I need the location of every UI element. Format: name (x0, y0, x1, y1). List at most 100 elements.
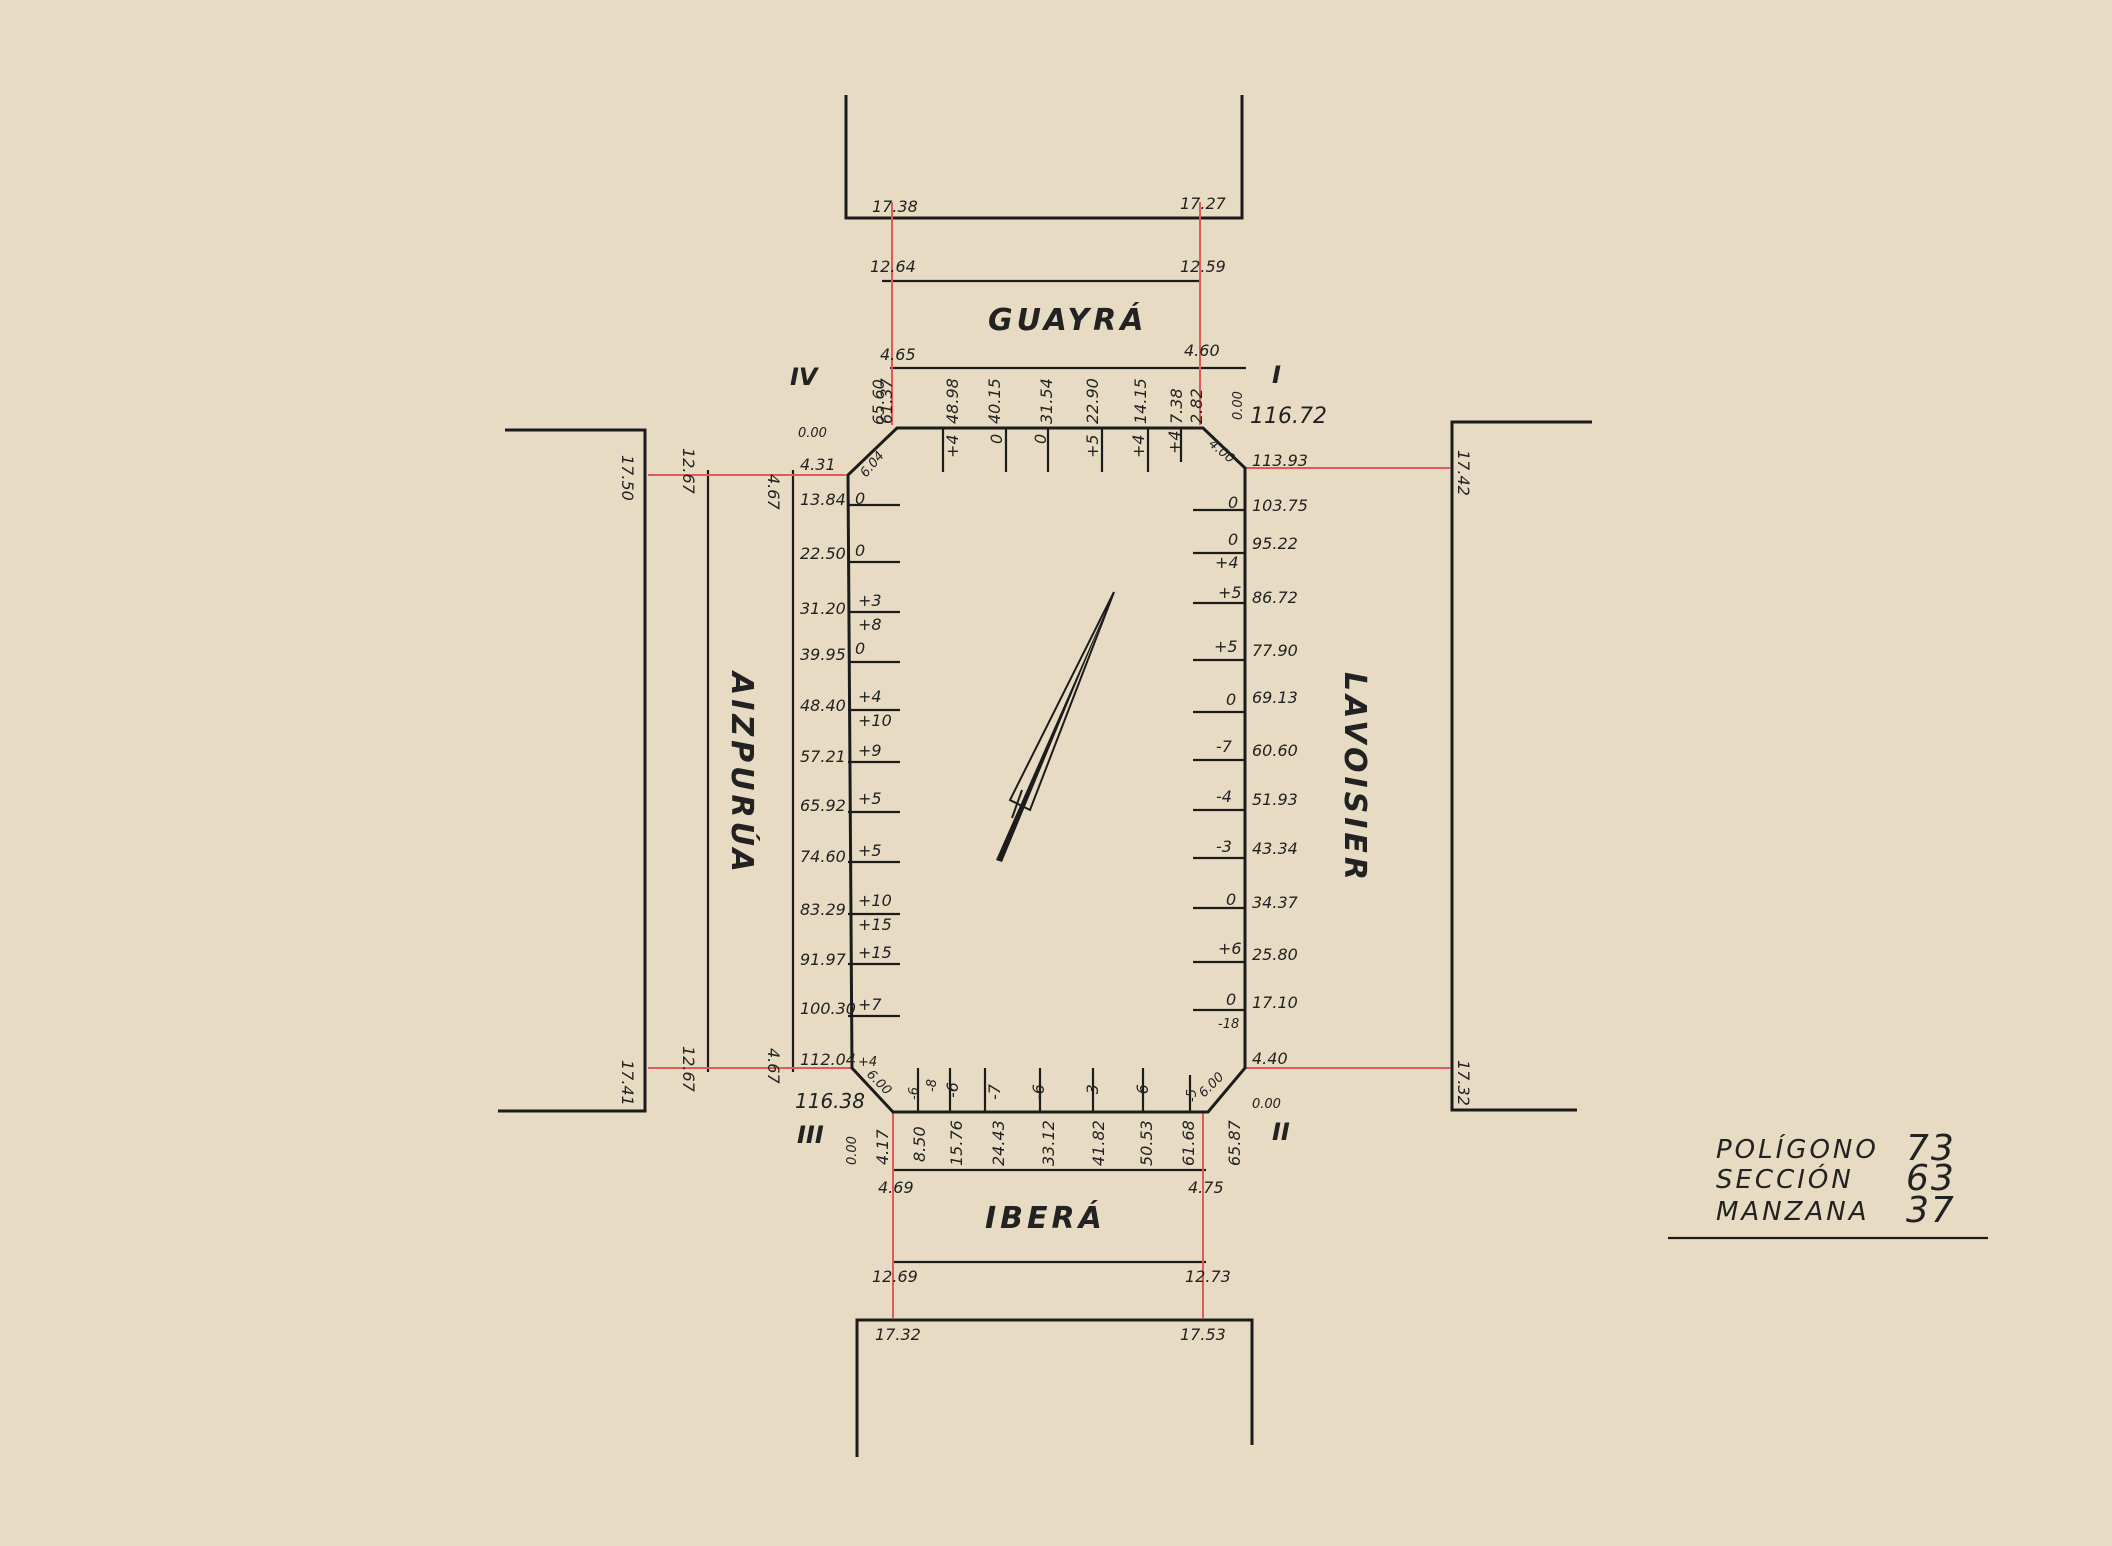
south-mark: -8 (925, 1079, 940, 1092)
street-name-south: IBERÁ (985, 1200, 1106, 1236)
north-mark: +4 (1129, 434, 1148, 458)
east-mark: 0 (1228, 493, 1238, 512)
east-offset: 34.37 (1252, 893, 1299, 912)
east-mark: -3 (1216, 837, 1232, 856)
north-offset: 61.37 (877, 377, 896, 424)
east-offset: 103.75 (1252, 496, 1308, 515)
west-mark: +5 (858, 841, 882, 860)
east-offset: 69.13 (1252, 688, 1298, 707)
width-label: 4.65 (880, 345, 916, 364)
east-total: 116.72 (1250, 404, 1327, 429)
north-offset: 48.98 (943, 378, 962, 424)
west-mark: +7 (858, 995, 882, 1014)
west-offset: 91.97 (800, 950, 847, 969)
corner-label-1: I (1272, 361, 1281, 389)
west-offset: 83.29 (800, 900, 846, 919)
width-label: 4.69 (878, 1178, 914, 1197)
chamfer-label: 6.00 (863, 1067, 894, 1098)
west-mark: +10 (858, 711, 892, 730)
east-mark: -7 (1216, 737, 1233, 756)
east-offset: 77.90 (1252, 641, 1298, 660)
width-label: 4.67 (764, 474, 783, 510)
west-side-measurements: 4.31 13.84 22.50 31.20 39.95 48.40 57.21… (795, 455, 892, 1113)
west-opposite-frontage (498, 428, 647, 1113)
west-mark: +4 (858, 1055, 877, 1070)
width-label: 17.32 (1454, 1060, 1473, 1106)
width-label: 17.41 (618, 1060, 637, 1106)
east-mark: 0 (1226, 690, 1236, 709)
north-opposite-frontage (844, 95, 1244, 220)
north-mark: 0 (1031, 434, 1050, 444)
south-side-measurements: 0.00 4.17 8.50 15.76 24.43 33.12 41.82 5… (845, 1067, 1244, 1166)
north-offset: 7.38 (1167, 388, 1186, 424)
width-label: 12.67 (679, 1046, 698, 1093)
corner-label-4: IV (790, 363, 820, 391)
width-label: 17.53 (1180, 1325, 1226, 1344)
west-mark: +10 (858, 891, 892, 910)
south-offset: 4.17 (873, 1129, 892, 1165)
west-mark: +9 (858, 741, 882, 760)
width-label: 17.42 (1454, 450, 1473, 496)
north-mark: +4 (1165, 430, 1184, 454)
south-offset: 50.53 (1137, 1120, 1156, 1166)
legend-manzana-label: MANZANA (1716, 1197, 1870, 1227)
legend-seccion-value: 63 (1906, 1158, 1956, 1199)
lot-dividers (848, 428, 1245, 1112)
west-offset: 31.20 (800, 599, 846, 618)
north-offset: 0.00 (1231, 391, 1246, 420)
west-offset: 74.60 (800, 847, 846, 866)
south-offset: 15.76 (947, 1120, 966, 1166)
west-mark: 0 (855, 489, 865, 508)
south-offset: 8.50 (910, 1126, 929, 1162)
east-offset: 0.00 (1252, 1097, 1281, 1112)
north-offset: 22.90 (1083, 378, 1102, 424)
east-offset: 51.93 (1252, 790, 1298, 809)
width-label: 12.69 (872, 1267, 918, 1286)
south-opposite-frontage (855, 1318, 1254, 1457)
south-mark: -5 (1185, 1089, 1200, 1102)
east-side-measurements: 116.72 113.93 103.75 95.22 86.72 77.90 6… (1214, 404, 1327, 1112)
measurement-lines (648, 202, 1450, 1318)
north-offset: 14.15 (1131, 378, 1150, 424)
east-mark: +6 (1218, 939, 1242, 958)
street-width-labels: 17.38 17.27 12.64 12.59 4.65 4.60 17.32 … (618, 194, 1473, 1344)
south-mark: -6 (1133, 1084, 1152, 1100)
south-offset: 24.43 (989, 1120, 1008, 1166)
north-mark: 0 (987, 434, 1006, 444)
west-offset: 39.95 (800, 645, 846, 664)
south-offset: 65.87 (1225, 1119, 1244, 1166)
block-outline (846, 426, 1247, 1114)
width-label: 17.32 (875, 1325, 921, 1344)
south-mark: -7 (985, 1083, 1004, 1100)
legend-poligono-label: POLÍGONO (1716, 1133, 1879, 1165)
north-offset: 2.82 (1187, 388, 1206, 424)
west-offset: 112.04 (800, 1050, 856, 1069)
width-label: 4.75 (1188, 1178, 1224, 1197)
west-offset: 65.92 (800, 796, 846, 815)
west-offset: 100.30 (800, 999, 856, 1018)
east-mark: +5 (1218, 583, 1242, 602)
corner-label-3: III (797, 1121, 824, 1149)
east-offset: 17.10 (1252, 993, 1298, 1012)
east-mark: 0 (1226, 990, 1236, 1009)
width-label: 4.60 (1184, 341, 1220, 360)
east-offset: 113.93 (1252, 451, 1308, 470)
west-mark: +5 (858, 789, 882, 808)
legend-poligono-value: 73 (1906, 1128, 1956, 1169)
west-offset: 4.31 (800, 455, 836, 474)
east-opposite-frontage (1450, 420, 1592, 1112)
south-zero: 0.00 (845, 1136, 860, 1165)
east-mark: +4 (1215, 553, 1239, 572)
north-zero: 0.00 (798, 426, 827, 441)
legend-manzana-value: 37 (1906, 1190, 1956, 1231)
legend: POLÍGONO 73 SECCIÓN 63 MANZANA 37 (1668, 1128, 1988, 1240)
west-total: 116.38 (795, 1089, 865, 1113)
street-name-east: LAVOISIER (1337, 672, 1372, 884)
width-label: 4.67 (764, 1048, 783, 1084)
west-offset: 48.40 (800, 696, 846, 715)
north-mark: +4 (943, 434, 962, 458)
width-label: 17.50 (618, 455, 637, 501)
street-frontages (498, 95, 1592, 1457)
